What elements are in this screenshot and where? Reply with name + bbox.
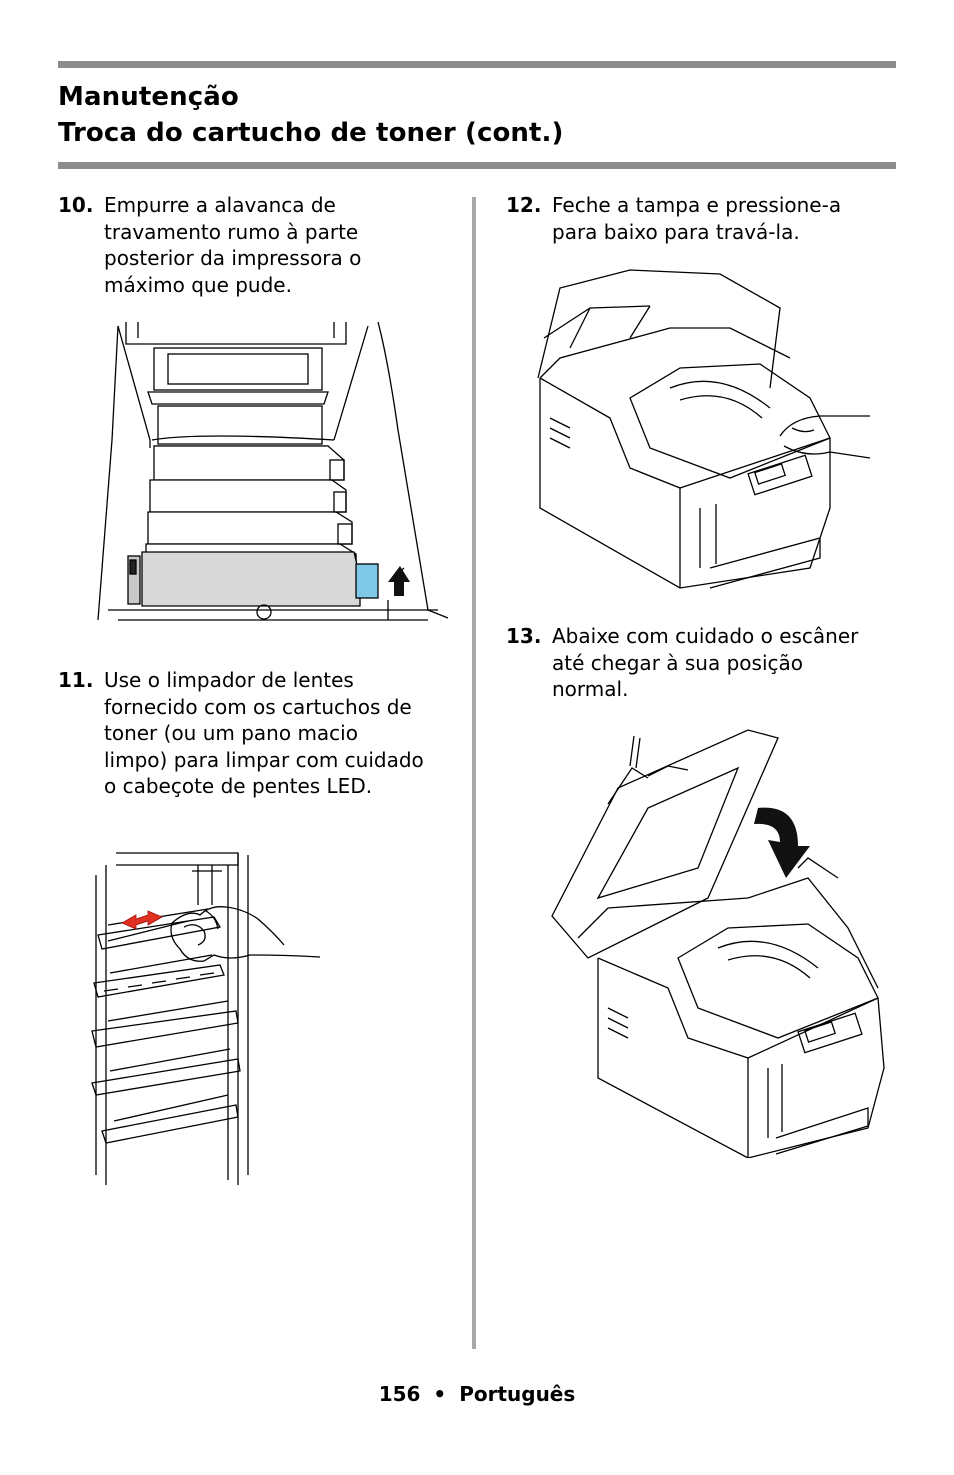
step-number: 10. — [58, 193, 94, 217]
toner-lever-illustration — [97, 321, 449, 621]
page-footer: 156 • Português — [0, 1382, 954, 1406]
footer-language: Português — [459, 1382, 576, 1406]
step-line: o cabeçote de pentes LED. — [104, 774, 373, 799]
step-number: 12. — [506, 193, 542, 217]
page-title: Troca do cartucho de toner (cont.) — [58, 118, 564, 148]
step-line: Empurre a alavanca de — [104, 193, 336, 217]
step-line: normal. — [552, 677, 629, 702]
step-number: 11. — [58, 668, 94, 692]
header-rule-top — [58, 61, 896, 68]
step-line: toner (ou um pano macio — [104, 721, 358, 746]
step-line: posterior da impressora o — [104, 246, 362, 271]
step-line: para baixo para travá-la. — [552, 219, 800, 244]
footer-separator: • — [433, 1382, 447, 1406]
header-rule-bottom — [58, 162, 896, 169]
step-line: travamento rumo à parte — [104, 219, 359, 244]
step-text: Feche a tampa e pressione-a para baixo p… — [552, 192, 841, 245]
column-divider — [472, 197, 476, 1349]
step-line: até chegar à sua posição — [552, 650, 803, 675]
step-line: Feche a tampa e pressione-a — [552, 193, 842, 217]
step-text: Abaixe com cuidado o escâner até chegar … — [552, 623, 858, 703]
step-line: limpo) para limpar com cuidado — [104, 747, 424, 772]
step-line: Abaixe com cuidado o escâner — [552, 624, 859, 648]
close-cover-illustration — [537, 269, 871, 589]
led-head-cleaning-illustration — [91, 852, 321, 1185]
page-number: 156 — [378, 1382, 421, 1406]
step-text: Empurre a alavanca de travamento rumo à … — [104, 192, 361, 298]
step-text: Use o limpador de lentes fornecido com o… — [104, 667, 424, 800]
step-line: fornecido com os cartuchos de — [104, 694, 412, 719]
step-line: máximo que pude. — [104, 272, 292, 297]
step-line: Use o limpador de lentes — [104, 668, 354, 692]
lower-scanner-illustration — [551, 729, 885, 1158]
step-number: 13. — [506, 624, 542, 648]
section-title: Manutenção — [58, 82, 239, 112]
